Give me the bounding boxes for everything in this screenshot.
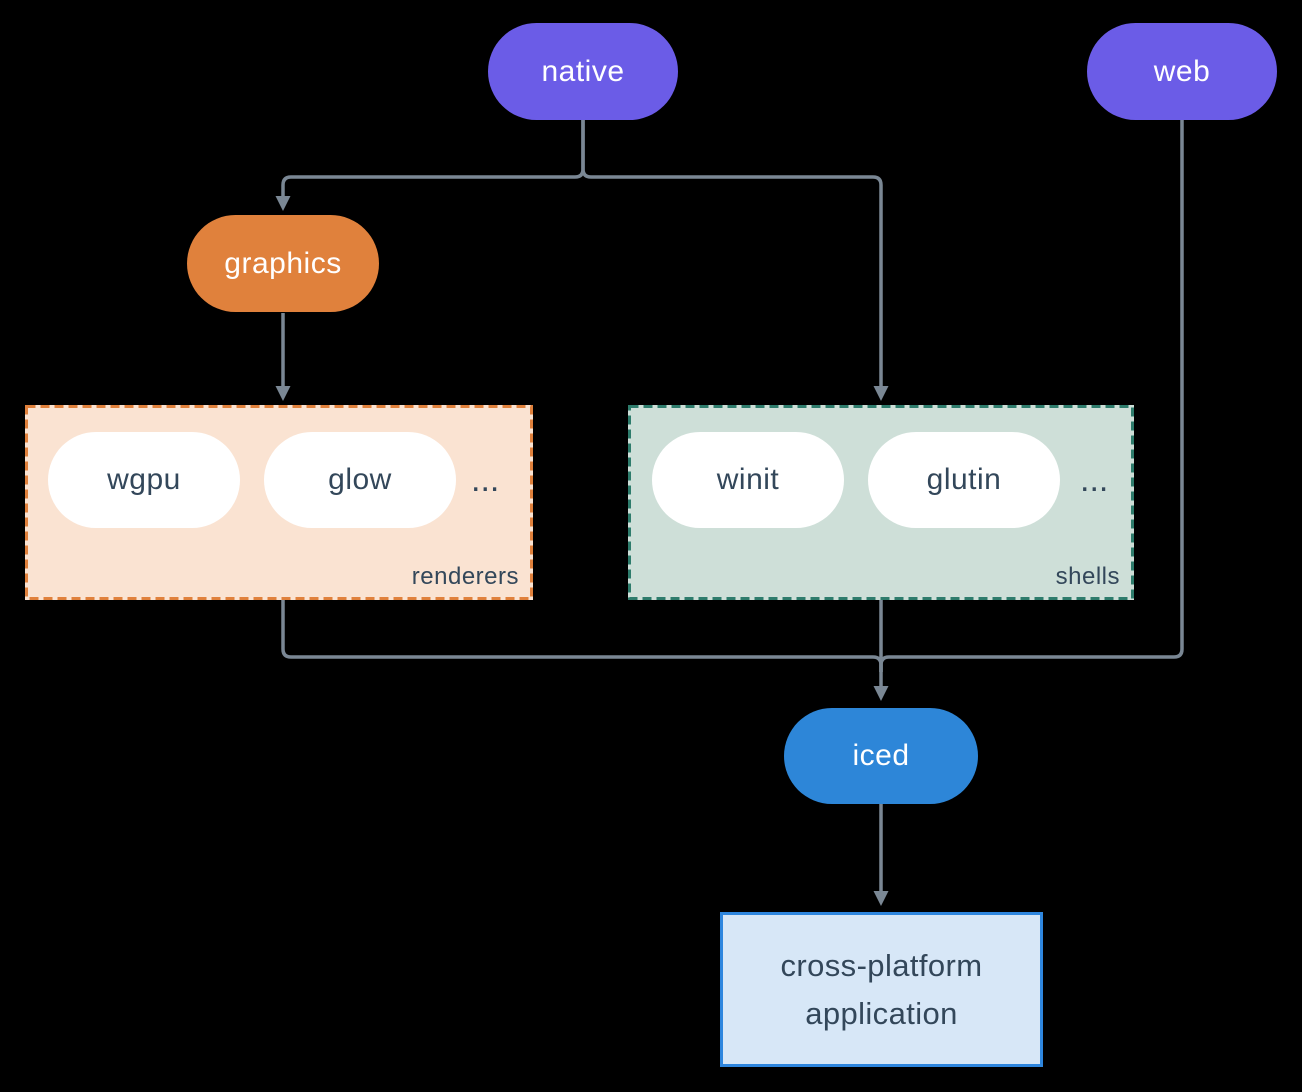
node-glutin: glutin [868,432,1060,528]
shells-ellipsis: ... [1080,460,1109,499]
connector-native-shells [581,120,883,386]
renderers-group: wgpu glow ... renderers [25,405,533,600]
application-label-line2: application [805,995,958,1031]
arrowhead-icon [873,891,889,906]
node-wgpu: wgpu [48,432,240,528]
arrowhead-icon [275,196,291,211]
shells-group: winit glutin ... shells [628,405,1134,600]
node-native: native [488,23,678,120]
shells-group-label: shells [1055,563,1120,590]
renderers-group-label: renderers [411,563,519,590]
node-winit: winit [652,432,844,528]
arrowhead-icon [873,686,889,701]
node-web: web [1087,23,1277,120]
node-iced: iced [784,708,978,804]
connector-native-graphics [281,120,585,196]
connector-renderers-iced [281,600,883,672]
node-glow: glow [264,432,456,528]
node-graphics: graphics [187,215,379,312]
renderers-ellipsis: ... [471,460,500,499]
application-label-line1: cross-platform [780,947,983,983]
node-cross-platform-application: cross-platform application [720,912,1043,1067]
arrowhead-icon [275,386,291,401]
arrowhead-icon [873,386,889,401]
